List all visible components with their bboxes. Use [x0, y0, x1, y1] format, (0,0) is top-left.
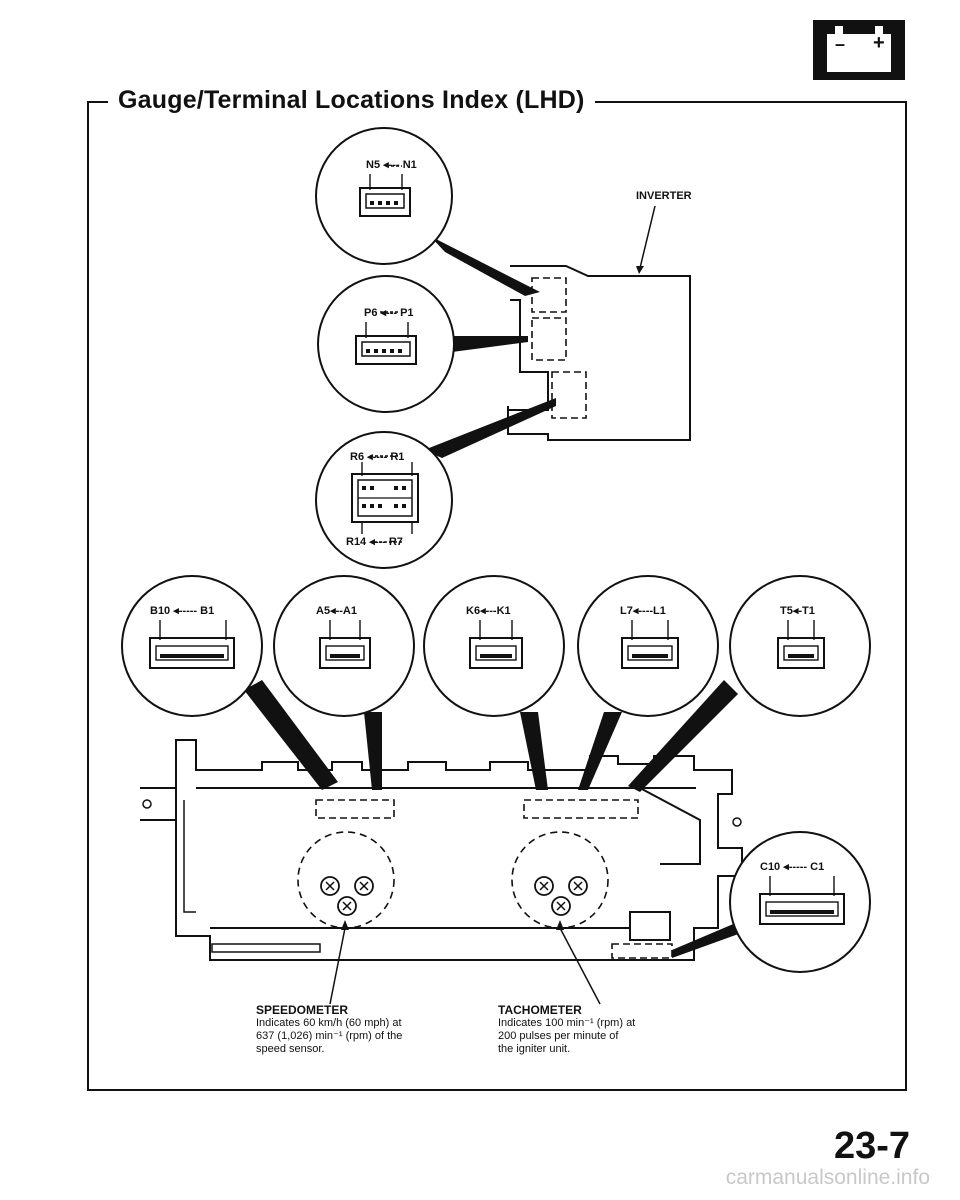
connector-k-label: K6◂---K1: [466, 605, 511, 617]
connector-p-circle: [317, 275, 455, 413]
connector-p-label: P6 ◂--- P1: [364, 307, 414, 319]
r-top-right: R1: [390, 451, 405, 463]
battery-icon: – +: [813, 20, 905, 80]
k-right: K1: [496, 605, 511, 617]
connector-l-circle: [577, 575, 719, 717]
connector-a-circle: [273, 575, 415, 717]
c-right: C1: [810, 861, 825, 873]
inverter-pointer: [639, 205, 656, 269]
a-left: A5: [316, 605, 331, 617]
n-left: N5: [366, 159, 381, 171]
leader-a: [364, 712, 382, 790]
leader-k: [520, 712, 548, 790]
frame-border: [87, 101, 907, 1091]
speedometer-note: SPEEDOMETER Indicates 60 km/h (60 mph) a…: [256, 1004, 402, 1056]
leader-n: [430, 236, 540, 296]
b-left: B10: [150, 605, 171, 617]
speedometer-pointer: [329, 927, 346, 1005]
connector-l-label: L7◂----L1: [620, 605, 666, 617]
leader-b: [244, 680, 338, 790]
t-left: T5: [780, 605, 793, 617]
leader-l: [578, 712, 622, 790]
page-number: 23-7: [833, 1125, 910, 1167]
tachometer-line: 200 pulses per minute of: [498, 1030, 619, 1042]
connector-n-label: N5 ◂--- N1: [366, 159, 417, 171]
connector-c-circle: [729, 831, 871, 973]
l-right: L1: [653, 605, 666, 617]
connector-b-label: B10 ◂----- B1: [150, 605, 215, 617]
tachometer-note: TACHOMETER Indicates 100 min⁻¹ (rpm) at …: [498, 1004, 635, 1056]
leader-c: [672, 922, 744, 958]
battery-plus-sign: +: [873, 32, 885, 54]
battery-minus-sign: –: [835, 34, 846, 54]
connector-c-label: C10 ◂----- C1: [760, 861, 825, 873]
connector-t-label: T5◂-T1: [780, 605, 815, 617]
r-bottom-left: R14: [346, 536, 367, 548]
leader-p: [452, 336, 528, 352]
connector-n-circle: [315, 127, 453, 265]
tachometer-line: Indicates 100 min⁻¹ (rpm) at: [498, 1017, 636, 1029]
connector-r-circle: [315, 431, 453, 569]
speedometer-line: 637 (1,026) min⁻¹ (rpm) of the: [256, 1030, 403, 1042]
p-right: P1: [400, 307, 414, 319]
l-left: L7: [620, 605, 633, 617]
speedometer-line: Indicates 60 km/h (60 mph) at: [256, 1017, 402, 1029]
meter-cluster: [140, 739, 743, 961]
connector-t-circle: [729, 575, 871, 717]
connector-a-label: A5◂--A1: [316, 605, 357, 617]
speedometer-title: SPEEDOMETER: [256, 1003, 349, 1017]
k-left: K6: [466, 605, 481, 617]
c-left: C10: [760, 861, 781, 873]
leader-t: [628, 680, 738, 792]
watermark: carmanualsonline.info: [725, 1166, 930, 1189]
connector-r-top-label: R6 ◂---- R1: [350, 451, 405, 463]
speedometer-line: speed sensor.: [256, 1043, 325, 1055]
leader-r: [424, 398, 556, 458]
b-right: B1: [200, 605, 215, 617]
inverter-label: INVERTER: [636, 190, 692, 202]
page-title: Gauge/Terminal Locations Index (LHD): [108, 86, 595, 115]
p-left: P6: [364, 307, 378, 319]
tachometer-pointer: [559, 927, 601, 1005]
tachometer-title: TACHOMETER: [498, 1003, 582, 1017]
n-right: N1: [402, 159, 417, 171]
tachometer-line: the igniter unit.: [498, 1043, 571, 1055]
r-bottom-right: R7: [388, 536, 403, 548]
r-top-left: R6: [350, 451, 365, 463]
a-right: A1: [342, 605, 357, 617]
inverter-sockets: [531, 277, 587, 419]
t-right: T1: [802, 605, 815, 617]
connector-r-bottom-label: R14 ◂--- R7: [346, 536, 403, 548]
connector-b-circle: [121, 575, 263, 717]
connector-k-circle: [423, 575, 565, 717]
inverter-module: [507, 265, 691, 441]
